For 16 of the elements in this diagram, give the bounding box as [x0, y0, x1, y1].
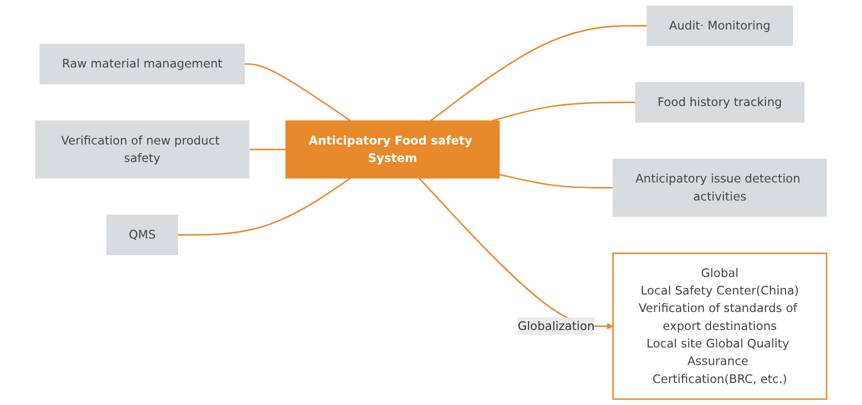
node-box: Food history tracking: [635, 82, 804, 123]
connector: [492, 102, 636, 122]
node-box: Verification of new product safety: [35, 120, 250, 179]
connector: [499, 174, 613, 189]
arrow: [418, 178, 614, 330]
node-box: Global Local Safety Center(China) Verification of standards of export destinations Local site Global Quality Assurance Certification(BRC, etc.): [612, 252, 828, 400]
connector: [178, 178, 351, 236]
node-box: Anticipatory issue detection activities: [612, 158, 827, 217]
connector: [430, 25, 647, 122]
node-box: QMS: [106, 214, 178, 256]
connector: [249, 148, 286, 150]
edge-label: Globalization: [518, 318, 595, 333]
node-box: Audit· Monitoring: [646, 6, 793, 46]
node-box: Anticipatory Food safety System: [285, 120, 500, 179]
connector: [244, 63, 351, 122]
node-box: Raw material management: [40, 44, 245, 84]
